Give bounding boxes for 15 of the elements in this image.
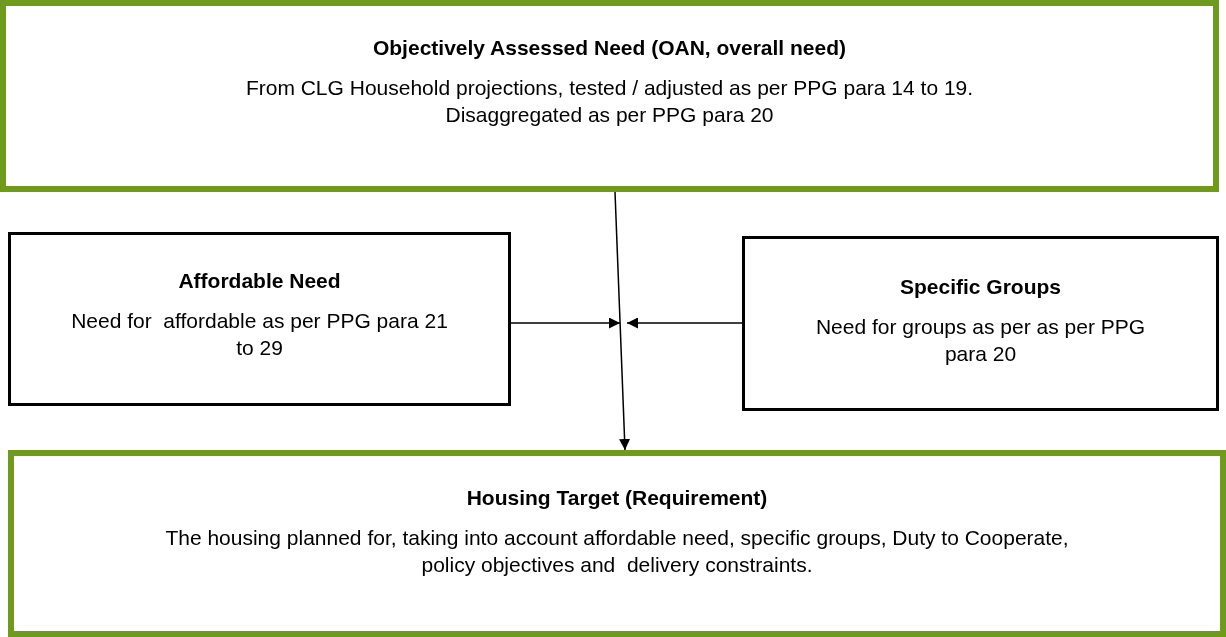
box-heading: Objectively Assessed Need (OAN, overall need) [371,36,848,60]
box-description: Need for groups as per as per PPG para 20 [814,314,1147,368]
box-heading: Affordable Need [177,269,342,293]
arrow [626,317,743,329]
highlighted-box [0,0,1219,192]
box-description: Need for affordable as per PPG para 21 to 29 [70,308,449,362]
process-box [8,232,511,406]
arrow [510,317,621,329]
arrow [614,191,631,451]
highlighted-box [8,450,1226,637]
process-box [742,236,1219,411]
box-heading: Housing Target (Requirement) [465,486,769,510]
box-heading: Specific Groups [898,275,1062,299]
box-description: The housing planned for, taking into account affordable need, specific groups, Duty to Cooperate, policy objectives and delivery constraints. [164,525,1070,579]
box-description: From CLG Household projections, tested / adjusted as per PPG para 14 to 19. Disaggregated as per PPG para 20 [244,75,975,129]
